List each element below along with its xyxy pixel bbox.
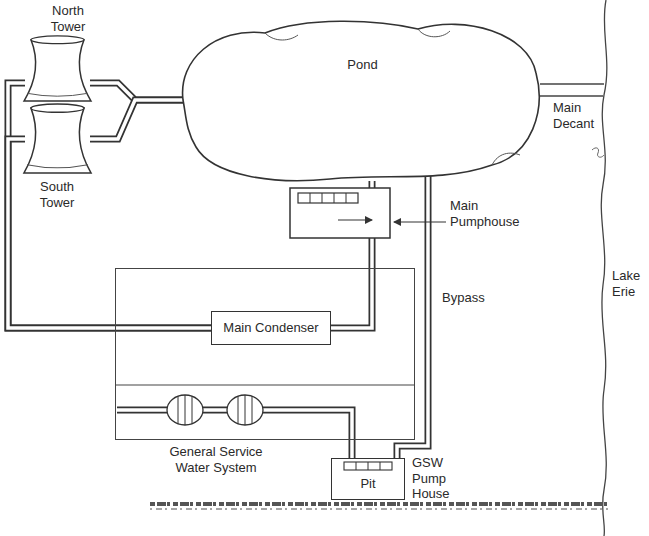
pump-row	[298, 193, 358, 203]
cooling-tower: South Tower	[15, 103, 100, 215]
tower-shape	[15, 103, 100, 175]
pipe-connector	[352, 440, 353, 458]
pond-outline	[180, 15, 545, 185]
condenser-box: Main Condenser	[211, 311, 331, 345]
gsw-line	[115, 384, 415, 385]
tower-shape	[15, 35, 100, 103]
ground	[150, 508, 608, 510]
node-text: General Service Water System	[151, 444, 281, 475]
gsw-pump	[167, 395, 203, 425]
callout-label: Lake Erie	[612, 268, 644, 299]
pump-dividers	[310, 193, 346, 203]
pond: Pond	[180, 15, 545, 185]
pit-box: Pit	[331, 458, 405, 500]
pipe-connector	[8, 83, 211, 328]
decant-channel	[540, 95, 603, 97]
leader-line	[394, 221, 446, 222]
shore-mark	[592, 148, 604, 157]
main-pumphouse	[290, 188, 390, 238]
node-text: South Tower	[29, 179, 85, 210]
decant-channel	[540, 83, 604, 85]
node-text: North Tower	[43, 3, 93, 34]
cooling-tower: North Tower	[15, 3, 100, 103]
callout-label: Main Decant	[553, 100, 603, 131]
node-text: Pit	[332, 476, 404, 492]
shoreline	[601, 0, 607, 536]
pipe-connector	[90, 100, 184, 139]
flow-arrow	[338, 219, 372, 220]
system-box: General Service Water SystemMain Condens…	[115, 268, 415, 440]
gsw-pump	[227, 395, 263, 425]
node-text: Pond	[180, 57, 545, 73]
ground	[150, 502, 608, 506]
pit-pump-row	[344, 462, 392, 470]
callout-label: Bypass	[442, 290, 502, 306]
node-text: Main Condenser	[223, 320, 318, 336]
callout-label: GSW Pump House	[412, 455, 462, 502]
callout-label: Main Pumphouse	[450, 198, 530, 229]
pipe-connector	[397, 175, 428, 458]
pump-dividers	[356, 462, 380, 470]
